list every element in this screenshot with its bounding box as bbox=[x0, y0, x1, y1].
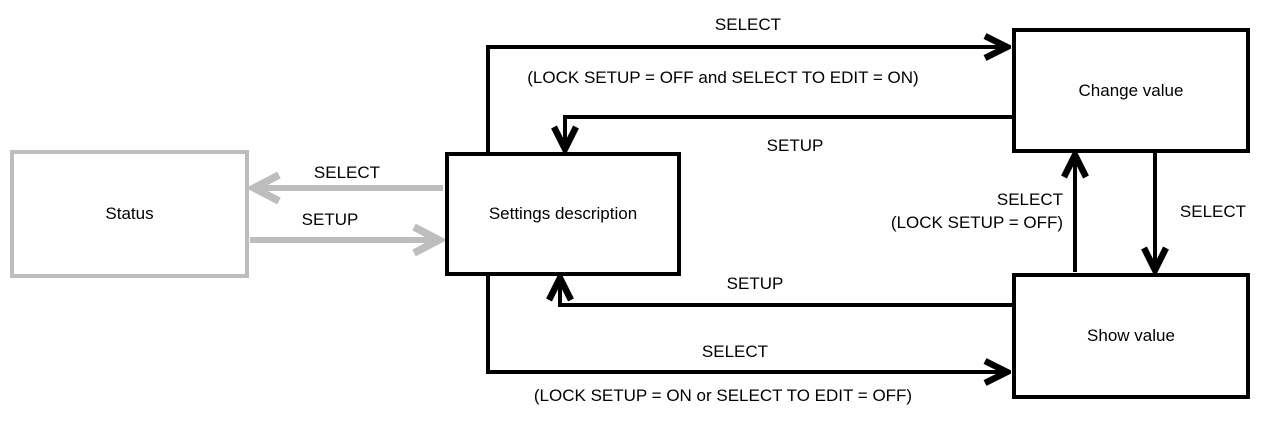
label-setup-change-to-settings: SETUP bbox=[766, 136, 824, 155]
state-label-change-value: Change value bbox=[1078, 80, 1184, 100]
state-label-show-value: Show value bbox=[1087, 326, 1175, 345]
arrow-select-settings-to-show bbox=[486, 275, 1004, 372]
arrow-setup-change-to-settings bbox=[565, 115, 1012, 146]
label-select-show-to-change-condition: (LOCK SETUP = OFF) bbox=[890, 213, 1063, 232]
label-select-show-to-change: SELECT bbox=[996, 190, 1063, 209]
label-select-change-to-show: SELECT bbox=[1179, 202, 1247, 221]
label-select-top-condition: (LOCK SETUP = OFF and SELECT TO EDIT = O… bbox=[527, 68, 919, 87]
state-label-settings-description: Settings description bbox=[488, 204, 638, 223]
state-label-status: Status bbox=[105, 204, 154, 223]
state-box-status: Status bbox=[10, 150, 249, 278]
label-select-top: SELECT bbox=[714, 15, 782, 34]
state-box-show-value: Show value bbox=[1012, 273, 1250, 399]
label-setup-status-to-settings: SETUP bbox=[301, 210, 359, 229]
arrow-select-settings-to-change bbox=[486, 47, 1004, 153]
label-setup-show-to-settings: SETUP bbox=[726, 274, 784, 293]
label-select-settings-to-status: SELECT bbox=[313, 163, 381, 182]
label-select-show-to-change-block: SELECT (LOCK SETUP = OFF) bbox=[891, 188, 1063, 234]
arrow-setup-show-to-settings bbox=[560, 281, 1012, 307]
state-box-change-value: Change value bbox=[1012, 28, 1250, 153]
label-select-bottom-condition: (LOCK SETUP = ON or SELECT TO EDIT = OFF… bbox=[533, 386, 913, 405]
state-box-settings-description: Settings description bbox=[445, 152, 681, 276]
label-select-bottom: SELECT bbox=[701, 342, 769, 361]
